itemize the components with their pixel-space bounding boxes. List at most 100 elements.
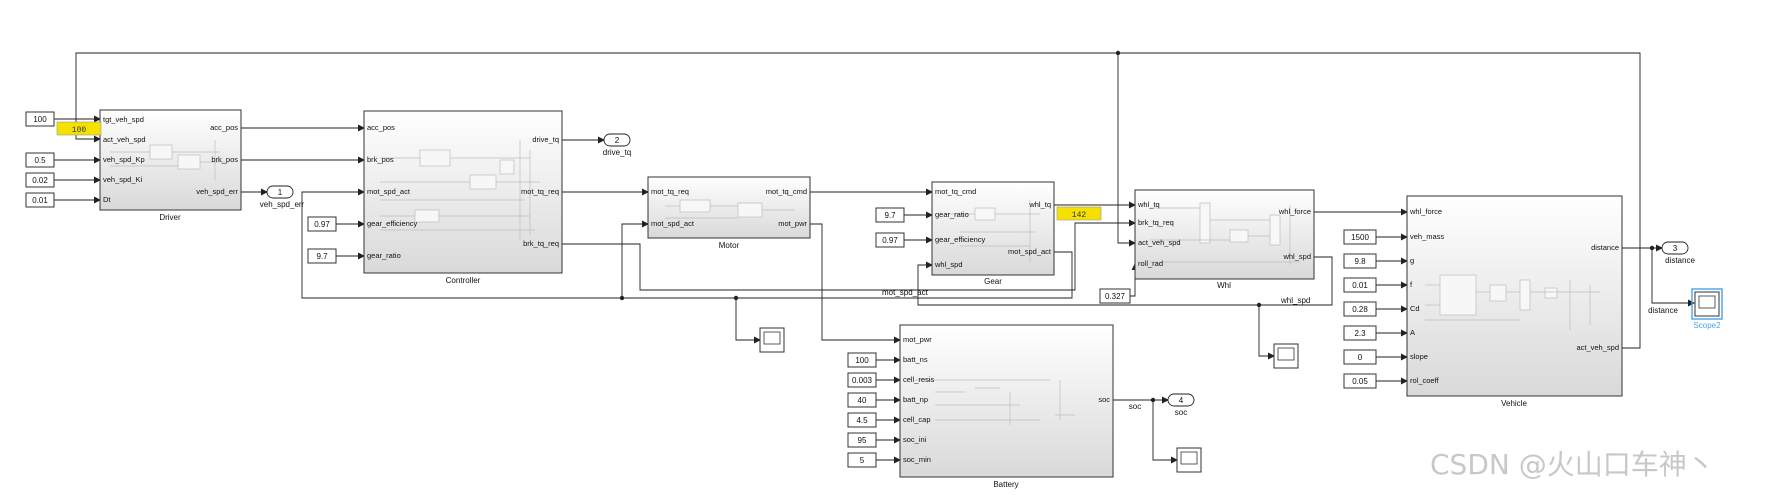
scope2-label: Scope2	[1693, 321, 1721, 330]
ctrl-in-acc-pos: acc_pos	[367, 123, 395, 132]
const-gear-ratio-value: 9.7	[884, 211, 896, 220]
whl-block-name: Whl	[1217, 281, 1231, 290]
outport-3-label: distance	[1665, 256, 1695, 265]
whl-inner-preview	[1150, 202, 1300, 265]
ctrl-out-brk-tq-req: brk_tq_req	[523, 239, 559, 248]
driver-in-kp: veh_spd_Kp	[103, 155, 145, 164]
batt-in-soc-ini: soc_ini	[903, 435, 927, 444]
outport-distance[interactable]: 3 distance	[1661, 241, 1695, 265]
controller-inner-preview	[380, 140, 540, 240]
const-g[interactable]: 9.8	[1343, 253, 1377, 269]
const-rol-coeff-value: 0.05	[1352, 377, 1368, 386]
gear-in-gear-efficiency: gear_efficiency	[935, 235, 986, 244]
whl-out-whl-force: whl_force	[1278, 207, 1311, 216]
scope-soc[interactable]	[1176, 447, 1202, 473]
controller-block-name: Controller	[446, 276, 481, 285]
controller-block[interactable]: acc_pos brk_pos mot_spd_act gear_efficie…	[363, 110, 563, 285]
gear-inner-preview	[945, 200, 1040, 262]
outport-soc[interactable]: 4 soc	[1167, 393, 1195, 417]
veh-in-f: f	[1410, 280, 1413, 289]
const-veh-spd-kp[interactable]: 0.5	[25, 152, 55, 168]
const-soc-ini[interactable]: 95	[847, 432, 877, 448]
const-batt-np[interactable]: 40	[847, 392, 877, 408]
veh-in-g: g	[1410, 256, 1414, 265]
const-dt[interactable]: 0.01	[25, 192, 55, 208]
outport-drive-tq[interactable]: 2 drive_tq	[603, 133, 631, 157]
const-cell-cap[interactable]: 4.5	[847, 412, 877, 428]
driver-in-dt: Dt	[103, 195, 111, 204]
gear-in-mot-tq-cmd: mot_tq_cmd	[935, 187, 976, 196]
const-ctrl-gear-ratio-value: 9.7	[316, 252, 328, 261]
display-act-veh-spd: 100	[56, 121, 102, 136]
const-dt-value: 0.01	[32, 196, 48, 205]
driver-in-act-veh-spd: act_veh_spd	[103, 135, 146, 144]
motor-out-mot-pwr: mot_pwr	[778, 219, 807, 228]
motor-out-mot-tq-cmd: mot_tq_cmd	[766, 187, 807, 196]
whl-in-act-veh-spd: act_veh_spd	[1138, 238, 1181, 247]
const-batt-ns-value: 100	[855, 356, 869, 365]
outport-veh-spd-err[interactable]: 1 veh_spd_err	[260, 185, 305, 209]
scope2-block[interactable]: Scope2	[1691, 288, 1723, 330]
const-roll-rad[interactable]: 0.327	[1099, 288, 1131, 304]
const-gear-ratio[interactable]: 9.7	[875, 207, 905, 223]
scope-whl-spd[interactable]	[1273, 343, 1299, 369]
gear-out-mot-spd-act: mot_spd_act	[1008, 247, 1052, 256]
whl-out-whl-spd: whl_spd	[1282, 252, 1311, 261]
const-veh-spd-ki-value: 0.02	[32, 176, 48, 185]
whl-block[interactable]: whl_tq brk_tq_req act_veh_spd roll_rad w…	[1134, 189, 1315, 290]
const-ctrl-gear-ratio[interactable]: 9.7	[307, 248, 337, 264]
driver-out-veh-spd-err: veh_spd_err	[196, 187, 238, 196]
gear-in-gear-ratio: gear_ratio	[935, 210, 969, 219]
driver-block[interactable]: tgt_veh_spd act_veh_spd veh_spd_Kp veh_s…	[99, 109, 242, 222]
const-soc-min-value: 5	[860, 456, 865, 465]
const-tgt-veh-spd[interactable]: 100	[25, 111, 55, 127]
const-soc-min[interactable]: 5	[847, 452, 877, 468]
const-veh-spd-kp-value: 0.5	[34, 156, 46, 165]
ctrl-in-gear-efficiency: gear_efficiency	[367, 219, 418, 228]
driver-out-acc-pos: acc_pos	[210, 123, 238, 132]
driver-inner-preview	[110, 140, 225, 180]
batt-in-batt-np: batt_np	[903, 395, 928, 404]
veh-out-act-veh-spd: act_veh_spd	[1576, 343, 1619, 352]
veh-out-distance: distance	[1591, 243, 1619, 252]
const-soc-ini-value: 95	[858, 436, 867, 445]
const-rol-coeff[interactable]: 0.05	[1343, 373, 1377, 389]
const-cell-resis-value: 0.003	[852, 376, 873, 385]
scope-mot-spd-act[interactable]	[759, 327, 785, 353]
const-gear-efficiency[interactable]: 0.97	[875, 232, 905, 248]
const-cd[interactable]: 0.28	[1343, 301, 1377, 317]
gear-block-name: Gear	[984, 277, 1002, 286]
const-slope-value: 0	[1358, 353, 1363, 362]
ctrl-in-mot-spd-act: mot_spd_act	[367, 187, 411, 196]
outport-4-number: 4	[1179, 396, 1184, 405]
csdn-watermark: CSDN @火山口车神丶	[1430, 448, 1715, 481]
ctrl-in-gear-ratio: gear_ratio	[367, 251, 401, 260]
vehicle-block[interactable]: whl_force veh_mass g f Cd A slope rol_co…	[1406, 195, 1623, 408]
battery-inner-preview	[915, 379, 1075, 425]
const-cell-resis[interactable]: 0.003	[847, 372, 877, 388]
const-a[interactable]: 2.3	[1343, 325, 1377, 341]
const-batt-ns[interactable]: 100	[847, 352, 877, 368]
motor-block-name: Motor	[719, 241, 740, 250]
const-tgt-veh-spd-value: 100	[33, 115, 47, 124]
ctrl-in-brk-pos: brk_pos	[367, 155, 394, 164]
const-gear-efficiency-value: 0.97	[882, 236, 898, 245]
const-slope[interactable]: 0	[1343, 349, 1377, 365]
const-batt-np-value: 40	[858, 396, 867, 405]
const-veh-mass[interactable]: 1500	[1343, 229, 1377, 245]
signal-label-distance: distance	[1648, 306, 1678, 315]
const-f[interactable]: 0.01	[1343, 277, 1377, 293]
motor-block[interactable]: mot_tq_req mot_spd_act mot_tq_cmd mot_pw…	[647, 176, 811, 250]
battery-block[interactable]: mot_pwr batt_ns cell_resis batt_np cell_…	[899, 324, 1114, 489]
outport-3-number: 3	[1673, 244, 1678, 253]
const-ctrl-gear-efficiency[interactable]: 0.97	[307, 216, 337, 232]
gear-block[interactable]: mot_tq_cmd gear_ratio gear_efficiency wh…	[931, 181, 1055, 286]
gear-in-whl-spd: whl_spd	[934, 260, 963, 269]
display-whl-tq: 142	[1056, 206, 1102, 221]
const-a-value: 2.3	[1354, 329, 1366, 338]
const-veh-spd-ki[interactable]: 0.02	[25, 172, 55, 188]
batt-out-soc: soc	[1098, 395, 1110, 404]
display-act-veh-spd-value: 100	[72, 126, 87, 135]
whl-in-roll-rad: roll_rad	[1138, 259, 1163, 268]
